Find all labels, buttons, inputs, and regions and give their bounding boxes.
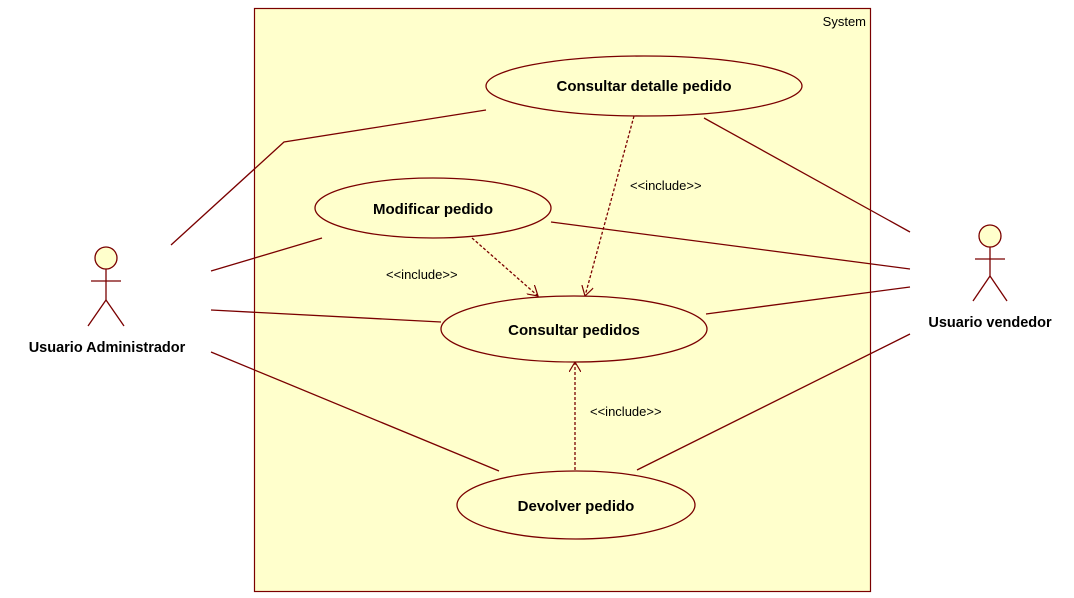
actor-label: Usuario vendedor	[928, 315, 1052, 331]
assoc-vendedor-consultar-detalle	[703, 117, 911, 233]
use-case-label: Consultar pedidos	[508, 322, 640, 339]
assoc-admin-modificar	[210, 237, 323, 272]
include-label-devolver: <<include>>	[590, 404, 662, 419]
stick-figure-icon	[87, 246, 125, 327]
use-case-label: Modificar pedido	[373, 201, 493, 218]
include-label-modificar: <<include>>	[386, 267, 458, 282]
assoc-admin-consultar-pedidos	[210, 309, 442, 323]
assoc-vendedor-consultar-pedidos	[705, 286, 911, 315]
include-label-detalle: <<include>>	[630, 178, 702, 193]
use-case-label: Consultar detalle pedido	[556, 78, 731, 95]
use-case-modificar[interactable]: Modificar pedido	[314, 177, 552, 239]
use-case-consultar-detalle[interactable]: Consultar detalle pedido	[485, 55, 803, 117]
include-arrow-detalle	[585, 115, 635, 296]
system-label: System	[823, 14, 866, 29]
actor-admin[interactable]: Usuario Administrador	[29, 246, 186, 356]
use-case-devolver[interactable]: Devolver pedido	[456, 470, 696, 540]
assoc-admin-consultar-detalle	[170, 109, 487, 246]
assoc-vendedor-devolver	[636, 333, 911, 471]
assoc-admin-devolver	[210, 351, 500, 472]
actor-vendedor[interactable]: Usuario vendedor	[928, 224, 1052, 331]
associations	[170, 109, 911, 472]
use-case-consultar-pedidos[interactable]: Consultar pedidos	[440, 295, 708, 363]
use-case-label: Devolver pedido	[518, 498, 635, 515]
actor-label: Usuario Administrador	[29, 340, 186, 356]
include-relations	[471, 115, 635, 470]
assoc-vendedor-modificar	[550, 221, 911, 270]
stick-figure-icon	[972, 224, 1008, 302]
